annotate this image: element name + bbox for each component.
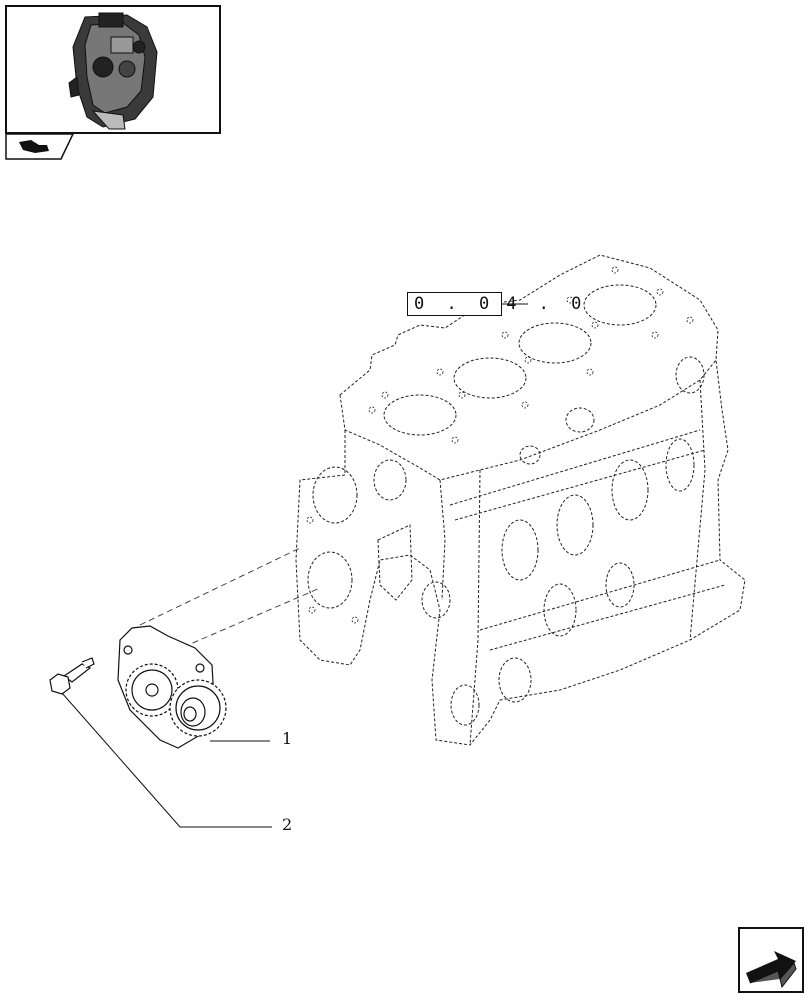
- oil-pump-part: [117, 625, 227, 749]
- thumbnail-tab: [5, 133, 75, 165]
- callout-leaders: [61, 692, 272, 828]
- bolt-part: [49, 657, 95, 695]
- section-reference-label: 0 . 0 4 . 0: [407, 292, 587, 316]
- engine-assembly-thumbnail-icon: [68, 12, 158, 130]
- callout-number-2: 2: [282, 815, 293, 834]
- pump-gear-small: [169, 679, 227, 737]
- pump-gear-large: [125, 663, 179, 717]
- engine-block: [295, 254, 746, 746]
- reference-boxed-code: 0 . 0: [407, 292, 503, 316]
- callout-number-1: 1: [282, 729, 293, 748]
- deck-bolt-holes: [306, 266, 694, 624]
- assembly-guide-lines: [139, 547, 321, 656]
- reference-code-suffix: 4 . 0: [506, 294, 588, 314]
- engine-block-tab-icon: [5, 133, 75, 160]
- next-page-button[interactable]: [738, 927, 804, 993]
- engine-thumbnail-frame: [5, 5, 221, 134]
- next-page-arrow-icon: [738, 927, 804, 993]
